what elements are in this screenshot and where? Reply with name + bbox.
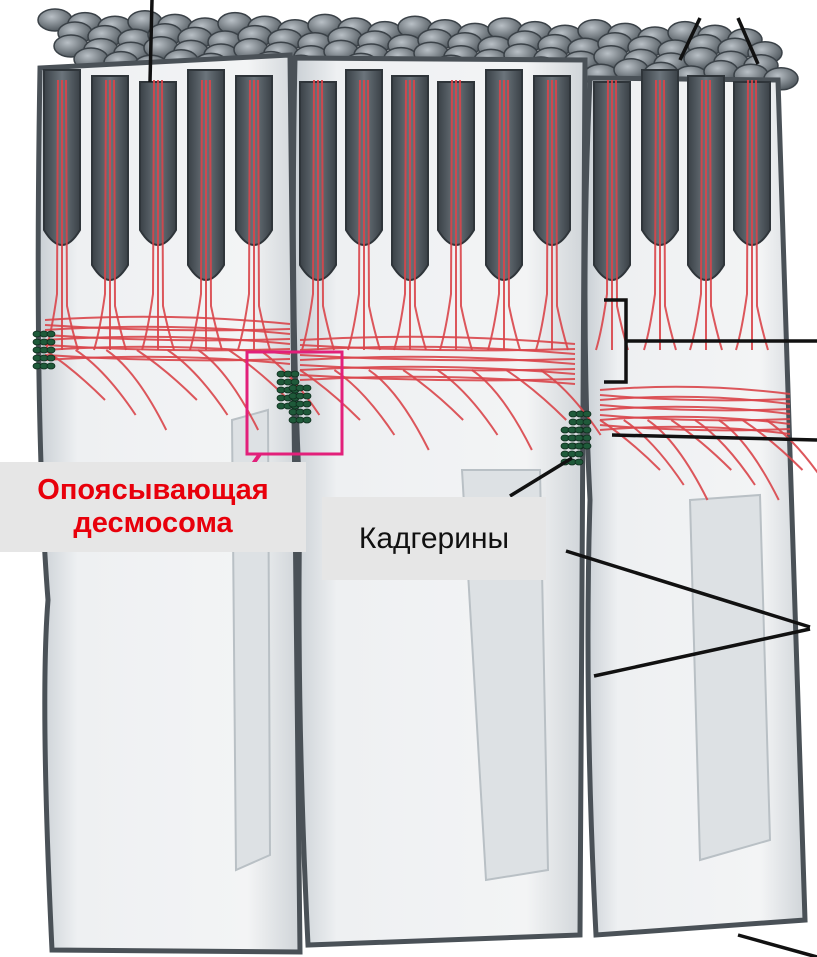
leader-basal: [738, 935, 817, 957]
cadherin-bead: [583, 427, 591, 433]
zonula-adherens-label-line2: десмосома: [73, 507, 232, 540]
cadherin-bead: [303, 385, 311, 391]
cadherin-bead: [583, 411, 591, 417]
cadherin-bead: [575, 443, 583, 449]
zonula-adherens-label: Опоясывающая десмосома: [0, 462, 306, 552]
zonula-adherens-label-line1: Опоясывающая: [37, 474, 268, 507]
leader-top-left: [150, 0, 152, 82]
cadherin-bead: [303, 401, 311, 407]
cadherin-bead: [303, 409, 311, 415]
cadherin-bead: [47, 331, 55, 337]
cadherin-bead: [291, 371, 299, 377]
cadherin-bead: [291, 379, 299, 385]
cell-right-inner-face: [690, 495, 770, 860]
cadherin-bead: [303, 393, 311, 399]
cadherin-bead: [303, 417, 311, 423]
cadherin-bead: [47, 339, 55, 345]
cadherin-bead: [47, 363, 55, 369]
cadherin-bead: [47, 347, 55, 353]
cadherin-bead: [583, 435, 591, 441]
cadherin-bead: [575, 435, 583, 441]
cadherin-bead: [575, 459, 583, 465]
cadherin-bead: [47, 355, 55, 361]
cadherin-bead: [583, 419, 591, 425]
cadherin-bead: [583, 443, 591, 449]
cadherins-label: Кадгерины: [322, 497, 546, 580]
cadherin-bead: [575, 427, 583, 433]
cadherin-bead: [575, 451, 583, 457]
